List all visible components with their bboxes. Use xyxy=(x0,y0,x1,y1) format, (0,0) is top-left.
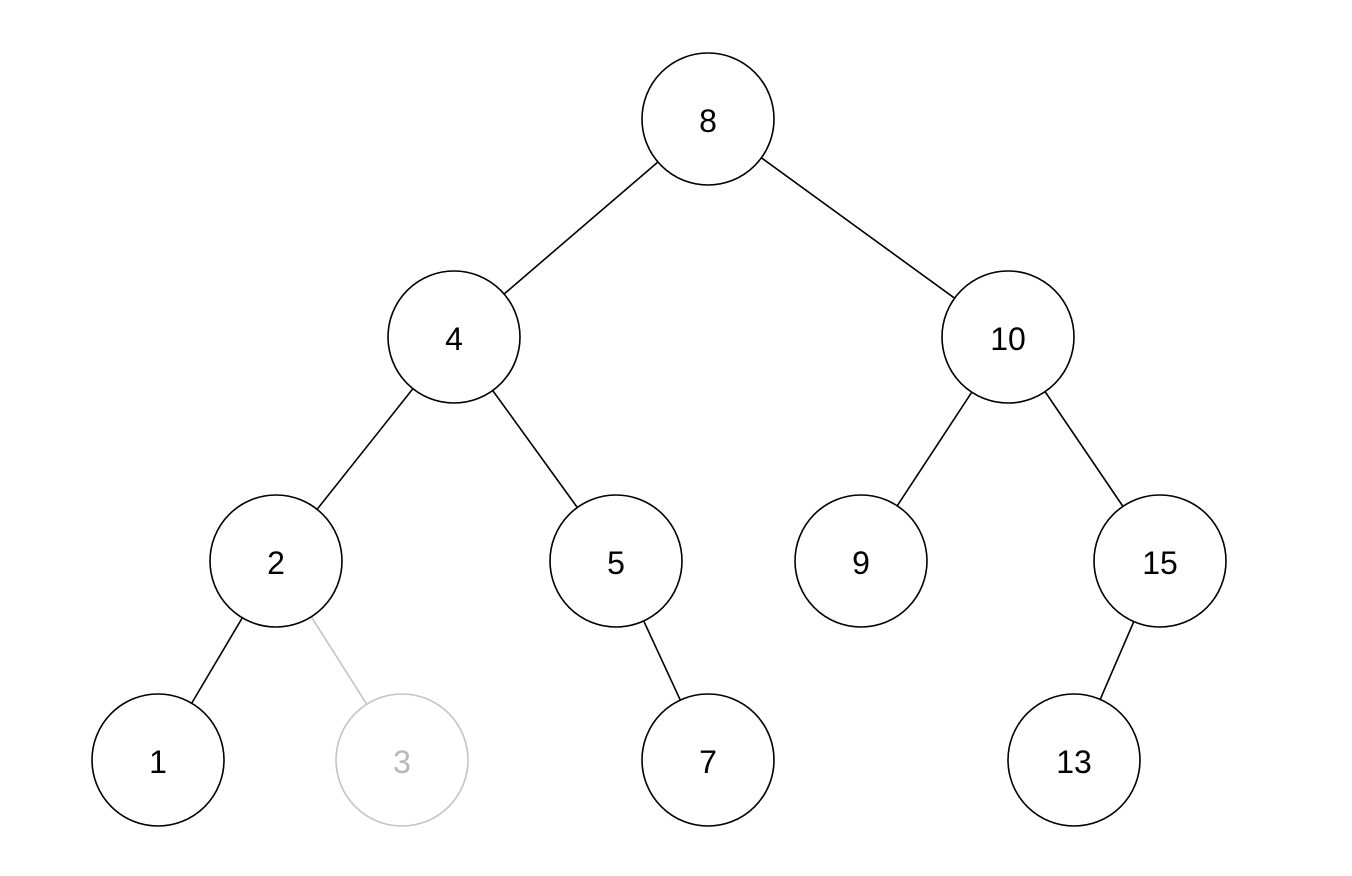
tree-node-2: 2 xyxy=(209,494,343,628)
tree-node-4: 4 xyxy=(387,270,521,404)
tree-node-9: 9 xyxy=(794,494,928,628)
node-label: 7 xyxy=(699,744,717,780)
node-circle xyxy=(1093,494,1227,628)
node-circle xyxy=(794,494,928,628)
node-circle xyxy=(941,270,1075,404)
node-circle xyxy=(209,494,343,628)
node-circle xyxy=(335,693,469,827)
tree-node-10: 10 xyxy=(941,270,1075,404)
tree-node-8: 8 xyxy=(641,52,775,186)
node-label: 2 xyxy=(267,545,285,581)
tree-node-13: 13 xyxy=(1007,693,1141,827)
node-label: 15 xyxy=(1142,545,1178,581)
node-label: 4 xyxy=(445,321,463,357)
node-label: 3 xyxy=(393,744,411,780)
tree-node-1: 1 xyxy=(91,693,225,827)
node-circle xyxy=(641,693,775,827)
edge-8-4 xyxy=(503,161,659,295)
node-label: 1 xyxy=(149,744,167,780)
edge-8-10 xyxy=(760,157,956,299)
node-circle xyxy=(387,270,521,404)
node-label: 10 xyxy=(990,321,1026,357)
tree-edges xyxy=(190,157,1135,705)
edge-2-1 xyxy=(190,617,244,704)
tree-node-7: 7 xyxy=(641,693,775,827)
edge-5-7 xyxy=(642,620,682,701)
tree-node-5: 5 xyxy=(549,494,683,628)
edge-10-15 xyxy=(1044,391,1124,507)
node-label: 9 xyxy=(852,545,870,581)
node-circle xyxy=(549,494,683,628)
node-circle xyxy=(91,693,225,827)
tree-node-3: 3 xyxy=(335,693,469,827)
tree-node-15: 15 xyxy=(1093,494,1227,628)
edge-2-3 xyxy=(310,616,368,705)
node-circle xyxy=(1007,693,1141,827)
edge-4-2 xyxy=(316,388,414,510)
node-label: 13 xyxy=(1056,744,1092,780)
edge-10-9 xyxy=(896,391,973,507)
node-label: 8 xyxy=(699,103,717,139)
edge-4-5 xyxy=(492,390,578,508)
edge-15-13 xyxy=(1099,621,1135,700)
node-circle xyxy=(641,52,775,186)
node-label: 5 xyxy=(607,545,625,581)
